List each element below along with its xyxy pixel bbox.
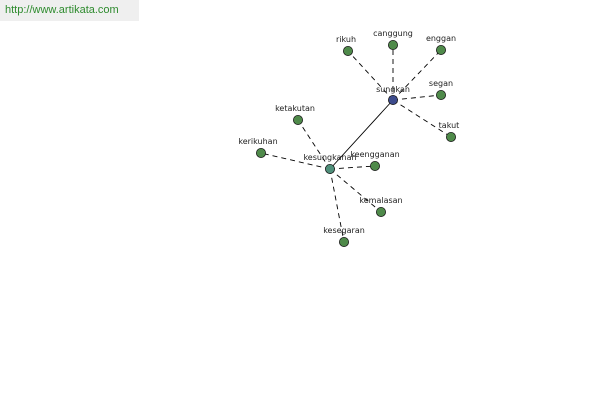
node-label[interactable]: rikuh: [336, 35, 356, 44]
node-sungkan[interactable]: sungkan: [376, 85, 410, 106]
node-rikuh[interactable]: rikuh: [336, 35, 356, 57]
node-marker[interactable]: [369, 160, 380, 171]
edge-sungkan-kesungkanan: [329, 99, 394, 170]
edge-kesungkanan-kemalasan: [329, 168, 382, 213]
nodes-layer: sungkan kesungkanan rikuh canggung enggan seg…: [238, 29, 459, 247]
node-kemalasan[interactable]: kemalasan: [359, 196, 403, 217]
node-ketakutan[interactable]: ketakutan: [275, 104, 315, 126]
node-keengganan[interactable]: keengganan: [350, 150, 400, 171]
node-label[interactable]: canggung: [373, 29, 413, 38]
node-marker[interactable]: [375, 206, 386, 217]
node-label[interactable]: enggan: [426, 34, 456, 43]
edge-sungkan-rikuh: [347, 50, 394, 101]
node-label[interactable]: takut: [439, 121, 460, 130]
node-enggan[interactable]: enggan: [426, 34, 456, 56]
edge-kesungkanan-kerikuhan: [260, 152, 331, 170]
node-label[interactable]: ketakutan: [275, 104, 315, 113]
node-marker[interactable]: [387, 40, 398, 51]
node-label[interactable]: kerikuhan: [238, 137, 277, 146]
node-label[interactable]: keengganan: [350, 150, 399, 159]
node-kesungkanan[interactable]: kesungkanan: [303, 153, 357, 174]
node-marker[interactable]: [255, 147, 266, 158]
node-marker[interactable]: [324, 163, 335, 174]
node-marker[interactable]: [338, 236, 349, 247]
node-marker[interactable]: [387, 95, 398, 106]
node-label[interactable]: kesungkanan: [303, 153, 356, 162]
node-canggung[interactable]: canggung: [373, 29, 413, 51]
edge-kesungkanan-ketakutan: [297, 119, 331, 170]
edge-sungkan-segan: [392, 94, 442, 101]
node-kerikuhan[interactable]: kerikuhan: [238, 137, 278, 158]
node-segan[interactable]: segan: [429, 79, 453, 101]
node-takut[interactable]: takut: [439, 121, 460, 142]
node-marker[interactable]: [435, 90, 446, 101]
node-label[interactable]: sungkan: [376, 85, 410, 94]
node-label[interactable]: kemalasan: [359, 196, 402, 205]
node-marker[interactable]: [292, 115, 303, 126]
edge-kesungkanan-kesegaran: [329, 168, 345, 243]
node-marker[interactable]: [445, 131, 456, 142]
node-marker[interactable]: [435, 45, 446, 56]
edges-layer: [260, 45, 452, 243]
node-kesegaran[interactable]: kesegaran: [323, 226, 365, 247]
source-url[interactable]: http://www.artikata.com: [0, 0, 139, 21]
edge-kesungkanan-keengganan: [329, 165, 376, 170]
node-label[interactable]: kesegaran: [323, 226, 365, 235]
edge-sungkan-enggan: [392, 49, 442, 101]
edge-sungkan-takut: [392, 99, 452, 138]
node-marker[interactable]: [342, 46, 353, 57]
node-label[interactable]: segan: [429, 79, 453, 88]
